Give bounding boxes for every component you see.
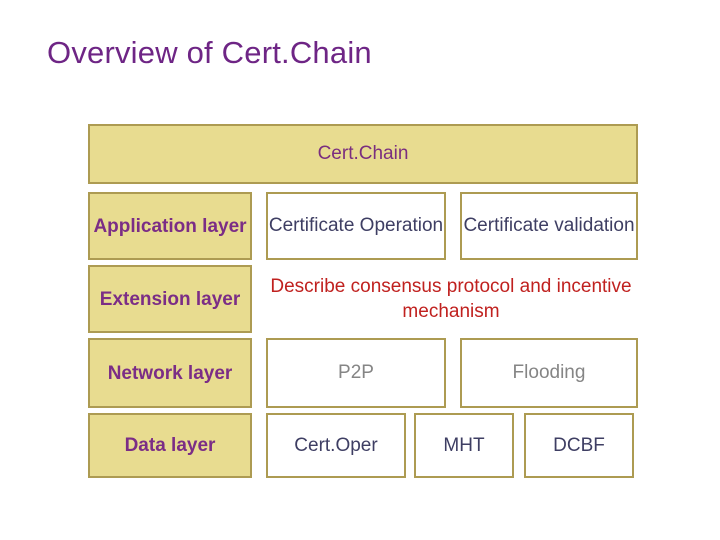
cell-certoper: Cert.Oper	[266, 413, 406, 478]
cell-dcbf: DCBF	[524, 413, 634, 478]
row-gap	[252, 413, 266, 478]
page-title: Overview of Cert.Chain	[47, 35, 372, 70]
cell-consensus-note: Describe consensus protocol and incentiv…	[270, 276, 632, 322]
cell-certificate-validation: Certificate validation	[460, 192, 638, 260]
cell-flooding: Flooding	[460, 338, 638, 408]
cell-p2p: P2P	[266, 338, 446, 408]
row-gap	[252, 192, 266, 260]
diagram-header-row: Cert.Chain	[88, 124, 638, 184]
layer-label-network: Network layer	[88, 338, 252, 408]
row-gap	[406, 413, 414, 478]
row-gap	[446, 338, 460, 408]
table-row-data-layer: Data layer Cert.Oper MHT DCBF	[88, 413, 638, 478]
row-gap	[446, 192, 460, 260]
cell-mht: MHT	[414, 413, 514, 478]
layer-label-data: Data layer	[88, 413, 252, 478]
table-row-network-layer: Network layer P2P Flooding	[88, 338, 638, 408]
row-gap	[252, 265, 266, 333]
layer-label-application: Application layer	[88, 192, 252, 260]
cell-certificate-operation: Certificate Operation	[266, 192, 446, 260]
row-gap	[514, 413, 524, 478]
header-cell-certchain: Cert.Chain	[88, 124, 638, 184]
row-gap	[252, 338, 266, 408]
table-row-application-layer: Application layer Certificate Operation …	[88, 192, 638, 260]
table-row-extension-layer: Extension layer Describe consensus proto…	[88, 265, 638, 333]
layer-label-extension: Extension layer	[88, 265, 252, 333]
